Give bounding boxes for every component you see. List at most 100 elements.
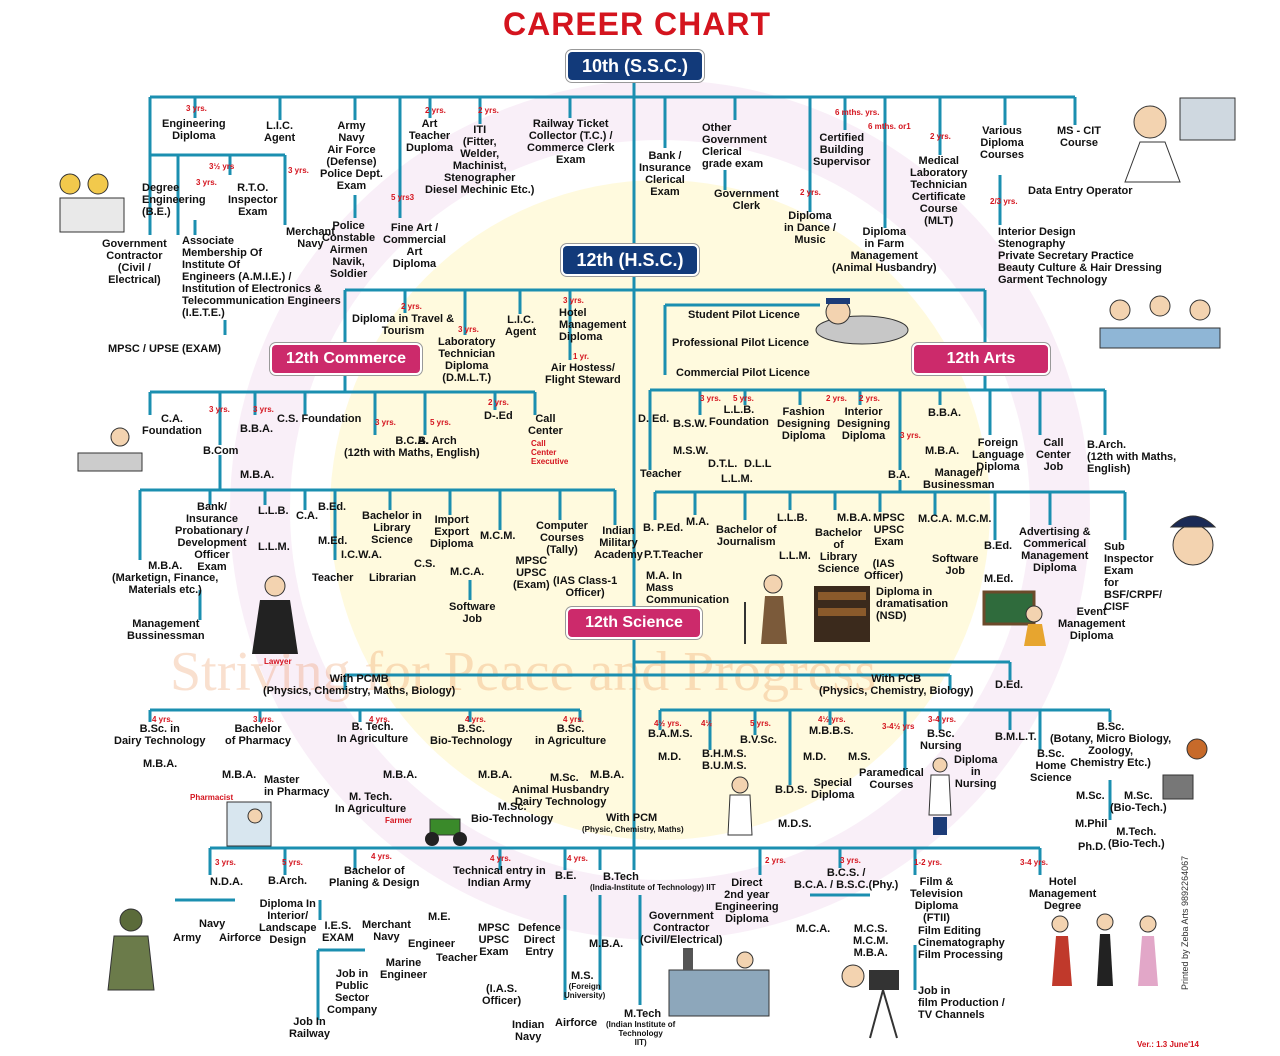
duration-tag: 6 mths. or1 — [868, 122, 911, 131]
sci-bvsc: B.V.Sc. — [740, 734, 777, 746]
tractor-icon — [425, 818, 467, 846]
pcm-dip-interior: Diploma In Interior/ Landscape Design — [259, 898, 317, 946]
com-llb: L.L.B. — [258, 505, 289, 517]
duration-tag: 2 yrs. — [800, 188, 821, 197]
pcm-bplan: Bachelor of Planing & Design — [329, 865, 420, 889]
chart-title: CAREER CHART — [503, 6, 771, 42]
sci-bhms: B.H.M.S. B.U.M.S. — [702, 748, 747, 772]
soldier-icon — [107, 908, 155, 991]
ssc-merchant-navy: Merchant Navy — [286, 226, 335, 250]
ssc-other-govt: Other Government Clerical grade exam — [702, 122, 767, 170]
arts-pt-teacher: P.T.Teacher — [644, 549, 703, 561]
sci-bsc-dairy: B.Sc. in Dairy Technology — [114, 723, 206, 747]
hsc-dmlt: Laboratory Technician Diploma (D.M.L.T.) — [438, 336, 496, 384]
pcm-merchant: Merchant Navy — [362, 919, 411, 943]
arts-advertising: Advertising & Commerical Management Dipl… — [1019, 526, 1091, 574]
sci-mba4: M.B.A. — [478, 769, 513, 781]
pcm-navy: Navy — [199, 918, 226, 930]
duration-tag: 3 yrs. — [186, 104, 207, 113]
pcm-ias: (I.A.S. Officer) — [482, 983, 522, 1007]
pcm-btech-sub: (India-Institute of Technology) IIT — [590, 883, 716, 892]
pcm-railway: Job In Railway — [289, 1016, 330, 1040]
pcm-ies: I.E.S. EXAM — [322, 920, 354, 944]
ssc-amie: Associate Membership Of Institute Of Eng… — [182, 235, 341, 319]
duration-tag: 2 yrs. — [478, 106, 499, 115]
sci-pharmacist-caption: Pharmacist — [190, 793, 234, 802]
node-science: 12th Science — [566, 607, 702, 639]
pcm-nda: N.D.A. — [210, 876, 243, 888]
sci-msc: M.Sc. — [550, 772, 579, 784]
ssc-dance: Diploma in Dance / Music — [784, 210, 836, 246]
arts-event: Event Management Diploma — [1058, 606, 1126, 642]
com-blib: Bachelor in Library Science — [362, 510, 422, 546]
duration-tag: 5 yrs3 — [391, 193, 415, 202]
com-barch: B. Arch — [418, 435, 457, 447]
com-cs: C.S. — [414, 558, 436, 570]
sci-pcb: With PCB (Physics, Chemistry, Biology) — [819, 673, 974, 697]
arts-blib: Bachelor of Library Science — [815, 527, 863, 575]
speaker-icon — [744, 574, 787, 644]
arts-mpsc: MPSC UPSC Exam — [873, 512, 905, 548]
pcm-tech-army: Technical entry in Indian Army — [453, 865, 546, 889]
police-icon — [1169, 515, 1217, 566]
doctor-icon — [727, 776, 753, 836]
technician-icon — [77, 427, 143, 472]
duration-tag: 1 yr. — [573, 352, 590, 361]
duration-tag: 3 yrs. — [215, 858, 236, 867]
duration-tag: 3-4 yrs. — [1020, 858, 1049, 867]
sci-mtech-agri: M. Tech. In Agriculture — [335, 791, 407, 815]
arts-ma: M.A. — [686, 516, 710, 528]
sci-animal-husbandry: Animal Husbandry Dairy Technology — [512, 784, 610, 808]
ssc-various-diploma: Various Diploma Courses — [980, 125, 1025, 161]
sci-msc-biotech: M.Sc. (Bio-Tech.) — [1110, 790, 1167, 814]
pcm-me: M.E. — [428, 911, 451, 923]
arts-bed: B.Ed. — [984, 540, 1013, 552]
version-label: Ver.: 1.3 June'14 — [1137, 1040, 1199, 1049]
com-management: Management Bussinessman — [127, 618, 205, 642]
ssc-govt-contractor: Government Contractor (Civil / Electrica… — [102, 238, 167, 286]
duration-tag: 4½ yrs. — [654, 719, 682, 728]
com-lawyer-caption: Lawyer — [264, 657, 292, 666]
computer-worker-icon — [1124, 97, 1236, 183]
pcm-indian-navy: Indian Navy — [512, 1019, 545, 1043]
com-call-center: Call Center — [528, 413, 563, 437]
duration-tag: 5 yrs. — [282, 858, 303, 867]
pcm-btech: B.Tech — [603, 871, 639, 883]
sci-bsc-bio: B.Sc. Bio-Technology — [430, 723, 513, 747]
com-mpsc-upsc: MPSC UPSC (Exam) — [513, 555, 550, 591]
com-ca-foundation: C.A. Foundation — [142, 413, 202, 437]
sci-bsc-nursing: B.Sc. Nursing — [920, 728, 962, 752]
hsc-student-pilot: Student Pilot Licence — [688, 309, 800, 321]
duration-tag: 4 yrs. — [563, 715, 584, 724]
hsc-professional-pilot: Professional Pilot Licence — [672, 337, 809, 349]
com-mcm: M.C.M. — [480, 530, 516, 542]
duration-tag: 1-2 yrs. — [914, 858, 943, 867]
arts-mba2: M.B.A. — [837, 512, 872, 524]
sci-mba5: M.B.A. — [590, 769, 625, 781]
pcm-film-job: Job in film Production / TV Channels — [918, 985, 1005, 1021]
pcm-ms: M.S. — [571, 970, 594, 982]
arts-ma-mass: M.A. In Mass Communication — [646, 570, 730, 606]
sci-bds: B.D.S. — [775, 784, 808, 796]
teacher-board-icon — [982, 590, 1046, 646]
sci-msc-bio: M.Sc. Bio-Technology — [471, 801, 554, 825]
com-bba: B.B.A. — [240, 423, 273, 435]
factory-icon — [668, 948, 770, 1017]
arts-llm: L.L.M. — [721, 473, 753, 485]
ssc-mlt: Medical Laboratory Technician Certificat… — [910, 155, 968, 227]
duration-tag: 3 yrs. — [458, 325, 479, 334]
ssc-rto: R.T.O. Inspector Exam — [228, 182, 278, 218]
arts-journalism: Bachelor of Journalism — [716, 524, 777, 548]
sci-home-science: B.Sc. Home Science — [1030, 748, 1072, 784]
node-hsc: 12th (H.S.C.) — [561, 244, 699, 276]
sci-phd: Ph.D. — [1078, 841, 1107, 853]
duration-tag: 3-4½ yrs — [882, 722, 915, 731]
com-import-export: Import Export Diploma — [430, 514, 474, 550]
pcm-army: Army — [173, 932, 202, 944]
sci-msc2: M.Sc. — [1076, 790, 1105, 802]
node-commerce: 12th Commerce — [270, 343, 422, 375]
arts-dll: D.L.L — [744, 458, 772, 470]
arts-call-center: Call Center Job — [1036, 437, 1071, 473]
sci-mba2: M.B.A. — [222, 769, 257, 781]
arts-llb-foundation: L.L.B. Foundation — [709, 404, 769, 428]
